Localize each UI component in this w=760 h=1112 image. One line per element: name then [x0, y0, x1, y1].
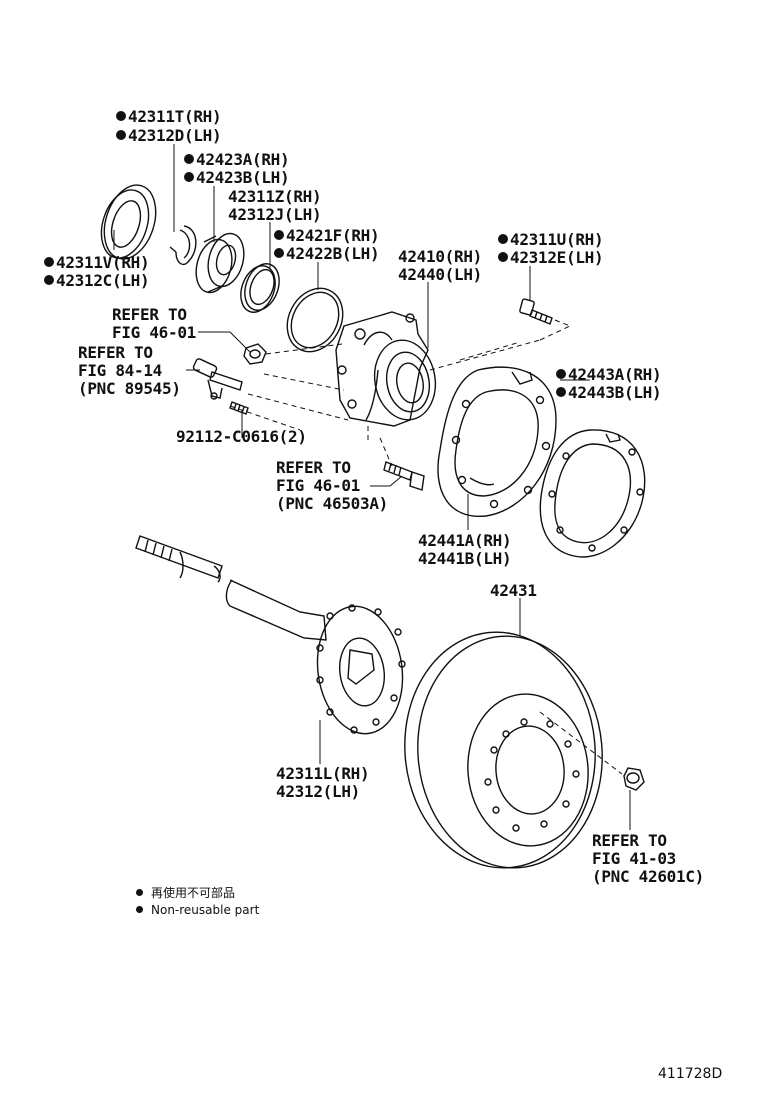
figure-id: 411728D	[658, 1066, 723, 1082]
label-42312D: 42312D(LH)	[116, 127, 222, 145]
label-42441A: 42441A(RH)	[418, 531, 512, 550]
refer-fig-46-01-bolt-line1: REFER TO	[276, 458, 351, 477]
axle-shaft	[136, 536, 410, 739]
label-42440: 42440(LH)	[398, 265, 482, 284]
label-42312E: 42312E(LH)	[498, 249, 604, 267]
non-reusable-marker	[184, 172, 194, 182]
refer-fig-46-01-nut-line2: FIG 46-01	[112, 323, 196, 342]
snap-ring	[170, 226, 196, 264]
label-42311U: 42311U(RH)	[498, 231, 604, 249]
refer-fig-41-03-line2: FIG 41-03	[592, 849, 676, 868]
refer-fig-46-01-bolt-line3: (PNC 46503A)	[276, 494, 388, 513]
refer-fig-84-14-line2: FIG 84-14	[78, 361, 162, 380]
refer-fig-84-14-line3: (PNC 89545)	[78, 379, 181, 398]
bearing	[191, 230, 250, 297]
label-42311V: 42311V(RH)	[44, 254, 150, 272]
label-42441B: 42441B(LH)	[418, 549, 512, 568]
refer-fig-41-03-line3: (PNC 42601C)	[592, 867, 704, 886]
label-42312C: 42312C(LH)	[44, 272, 150, 290]
non-reusable-marker	[498, 234, 508, 244]
label-42443A: 42443A(RH)	[556, 366, 662, 384]
non-reusable-marker	[498, 252, 508, 262]
label-42312J: 42312J(LH)	[228, 205, 322, 224]
label-42443B: 42443B(LH)	[556, 384, 662, 402]
wheel-nut	[624, 768, 644, 790]
label-42431: 42431	[490, 581, 537, 600]
label-42410: 42410(RH)	[398, 247, 482, 266]
oil-seal-outer	[93, 178, 164, 265]
refer-fig-84-14-line1: REFER TO	[78, 343, 153, 362]
non-reusable-marker	[274, 230, 284, 240]
o-ring	[277, 279, 354, 362]
label-42311Z: 42311Z(RH)	[228, 187, 322, 206]
mount-bolt	[384, 462, 424, 490]
hub-bolt	[519, 299, 552, 324]
refer-fig-46-01-bolt-line2: FIG 46-01	[276, 476, 360, 495]
non-reusable-marker	[184, 154, 194, 164]
label-42423A: 42423A(RH)	[184, 151, 290, 169]
gasket	[540, 430, 644, 557]
brake-disc	[395, 624, 612, 876]
label-42312LH: 42312(LH)	[276, 782, 360, 801]
label-92112-C0616: 92112-C0616(2)	[176, 427, 307, 446]
legend-jp: 再使用不可部品	[136, 885, 235, 901]
hub-housing	[336, 312, 441, 426]
non-reusable-marker	[556, 369, 566, 379]
non-reusable-marker	[274, 248, 284, 258]
non-reusable-marker	[556, 387, 566, 397]
label-42311T: 42311T(RH)	[116, 108, 222, 126]
label-42421F: 42421F(RH)	[274, 227, 380, 245]
refer-fig-46-01-nut-line1: REFER TO	[112, 305, 187, 324]
non-reusable-marker	[116, 111, 126, 121]
non-reusable-marker	[136, 906, 143, 913]
leader-lines	[114, 144, 630, 830]
refer-fig-41-03-line1: REFER TO	[592, 831, 667, 850]
backing-plate	[438, 367, 556, 516]
non-reusable-marker	[44, 257, 54, 267]
non-reusable-marker	[116, 130, 126, 140]
non-reusable-marker	[44, 275, 54, 285]
label-42423B: 42423B(LH)	[184, 169, 290, 187]
screw	[230, 402, 248, 414]
bearing-spacer	[235, 259, 285, 317]
legend-en: Non-reusable part	[136, 902, 259, 918]
label-42422B: 42422B(LH)	[274, 245, 380, 263]
label-42311L: 42311L(RH)	[276, 764, 370, 783]
non-reusable-marker	[136, 889, 143, 896]
speed-sensor	[192, 358, 242, 399]
hub-nut	[244, 344, 266, 364]
